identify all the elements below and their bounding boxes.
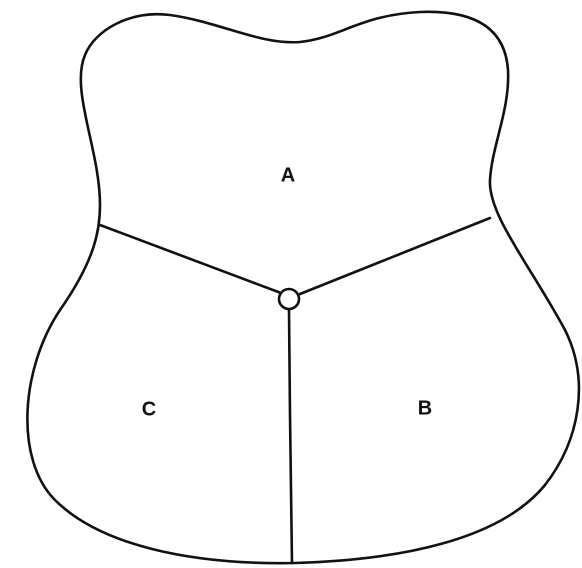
region-label-b: B bbox=[418, 397, 432, 419]
outer-boundary bbox=[27, 12, 579, 563]
divider-right bbox=[300, 218, 490, 294]
divider-left bbox=[100, 225, 281, 293]
region-label-a: A bbox=[281, 164, 295, 186]
divider-bottom bbox=[289, 310, 292, 563]
region-label-c: C bbox=[142, 398, 156, 420]
junction-node bbox=[279, 289, 299, 309]
